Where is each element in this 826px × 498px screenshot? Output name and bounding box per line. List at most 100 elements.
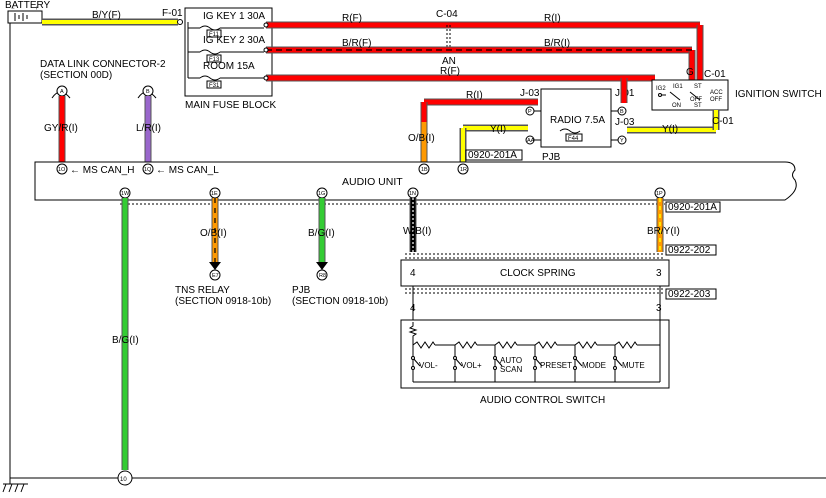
data-link-title: DATA LINK CONNECTOR-2: [40, 59, 166, 70]
svg-text:1E: 1E: [211, 191, 218, 197]
wire-label-ri-pjb: R(I): [466, 90, 483, 101]
can-h-label: ← MS CAN_H: [70, 165, 134, 176]
svg-text:R8: R8: [319, 273, 326, 279]
wire-label-brf: B/R(F): [342, 38, 371, 49]
svg-text:OFF: OFF: [710, 97, 722, 103]
svg-text:IG1: IG1: [673, 84, 683, 90]
wire-label-lri: L/R(I): [136, 123, 161, 134]
clock-spring: CLOCK SPRING 4 3: [400, 259, 670, 287]
battery-symbol: [7, 10, 43, 24]
wire-label-obi-tns: O/B(I): [200, 228, 227, 239]
ignition-switch: G C-01 IGNITION SWITCH IG2 IG1 ST ACC OF…: [651, 67, 822, 111]
connector-ref-top: 0920-201A: [468, 150, 517, 161]
svg-text:ON: ON: [672, 103, 681, 109]
fuse-ig-key2-name: IG KEY 2 30A: [203, 35, 265, 46]
button-preset: PRESET: [540, 361, 572, 370]
svg-text:1Q: 1Q: [144, 167, 152, 173]
svg-text:IG2: IG2: [656, 86, 666, 92]
svg-text:OFF: OFF: [690, 97, 702, 103]
wire-label-bri: B/R(I): [544, 38, 570, 49]
wire-label-bryi: BR/Y(I): [647, 226, 680, 237]
wire-label-yi-left: Y(I): [490, 124, 506, 135]
wire-label-obi-pjb: O/B(I): [408, 133, 435, 144]
svg-text:P: P: [528, 109, 532, 115]
pjb-label: PJB: [542, 152, 561, 163]
audio-control-switch-label: AUDIO CONTROL SWITCH: [480, 395, 605, 406]
button-auto: AUTO: [500, 356, 522, 365]
wire-label-yi-right: Y(I): [662, 124, 678, 135]
svg-text:AA: AA: [527, 138, 535, 144]
wire-label-wbi: W/B(I): [403, 226, 431, 237]
ground-symbol: [2, 478, 28, 493]
svg-text:B: B: [146, 89, 150, 95]
button-vol-plus: VOL+: [461, 361, 482, 370]
ground-point-label: 10: [120, 477, 127, 483]
data-link-connector: DATA LINK CONNECTOR-2 (SECTION 00D) A B: [40, 59, 166, 99]
tns-relay-title: TNS RELAY: [175, 285, 230, 296]
wire-label-rf-room: R(F): [440, 66, 460, 77]
ignition-pin-g: G: [686, 67, 694, 78]
svg-text:1W: 1W: [121, 191, 130, 197]
wire-label-bgi-ground: B/G(I): [112, 335, 139, 346]
wire-label-ri-top: R(I): [544, 13, 561, 24]
junction-c04: C-04: [436, 9, 458, 20]
pjb: PJB RADIO 7.5A F44 J-03 J-01 J-03 P B AA…: [520, 88, 635, 163]
connector-ref-bottom: 0920-201A: [668, 202, 717, 213]
ground-point: [117, 470, 133, 486]
battery: BATTERY − +: [5, 0, 51, 478]
clock-spring-box: [400, 259, 670, 287]
fuse-room-id: F31: [209, 83, 220, 89]
audio-control-switch: AUDIO CONTROL SWITCH VOL- VOL+ AUTO SCAN: [400, 319, 670, 406]
svg-text:1O: 1O: [58, 167, 66, 173]
button-mode: MODE: [582, 361, 606, 370]
tns-relay-section: (SECTION 0918-10b): [175, 296, 271, 307]
pjb-box: [540, 88, 612, 148]
svg-text:E7: E7: [212, 273, 219, 279]
pjb-fuse-id: F44: [568, 136, 579, 142]
ignition-c01-top: C-01: [704, 69, 726, 80]
wire-label-bgi-pjb: B/G(I): [308, 228, 335, 239]
pjb-j03-top: J-03: [520, 88, 540, 99]
connector-ref-clock-bottom: 0922-203: [668, 289, 711, 300]
svg-text:Y: Y: [620, 138, 624, 144]
wire-label-rf-top: R(F): [342, 13, 362, 24]
pjb-fuse-name: RADIO 7.5A: [550, 115, 605, 126]
main-fuse-block-title: MAIN FUSE BLOCK: [185, 100, 276, 111]
data-link-section: (SECTION 00D): [40, 70, 112, 81]
ignition-c01-bottom: C-01: [712, 116, 734, 127]
fuse-ig-key1-name: IG KEY 1 30A: [203, 11, 265, 22]
clock-pin-right-bottom: 3: [656, 303, 662, 314]
connector-ref-clock-top: 0922-202: [668, 245, 711, 256]
pjb-ref-section: (SECTION 0918-10b): [292, 296, 388, 307]
pjb-j03-mid: J-03: [615, 117, 635, 128]
fuse-room-name: ROOM 15A: [203, 61, 255, 72]
svg-text:1G: 1G: [318, 191, 325, 197]
svg-text:ST: ST: [694, 103, 702, 109]
battery-feed-label: B/Y(F): [92, 10, 121, 21]
main-fuse-block: IG KEY 1 30A F11 IG KEY 2 30A F13 ROOM 1…: [184, 7, 276, 111]
fuse-ig-key1-id: F11: [209, 32, 220, 38]
svg-text:1R: 1R: [460, 167, 467, 173]
audio-unit: AUDIO UNIT 1O ← MS CAN_H 1Q ← MS CAN_L 1…: [34, 161, 797, 201]
wire-label-gyri: GY/R(I): [44, 123, 78, 134]
audio-unit-box: [34, 161, 797, 201]
svg-text:1P: 1P: [656, 191, 663, 197]
can-l-label: ← MS CAN_L: [156, 165, 219, 176]
button-vol-minus: VOL-: [419, 361, 438, 370]
svg-text:B: B: [620, 109, 624, 115]
ignition-switch-label: IGNITION SWITCH: [735, 89, 822, 100]
svg-text:1N: 1N: [409, 191, 416, 197]
pjb-ref-title: PJB: [292, 285, 311, 296]
clock-spring-label: CLOCK SPRING: [500, 268, 576, 279]
fuse-block-connector: F-01: [162, 8, 183, 19]
battery-label: BATTERY: [5, 0, 51, 11]
svg-text:ACC: ACC: [710, 90, 723, 96]
fuse-ig-key2-id: F13: [209, 57, 220, 63]
svg-text:ST: ST: [694, 84, 702, 90]
svg-text:−: −: [11, 6, 15, 12]
svg-text:+: +: [35, 6, 39, 12]
button-scan: SCAN: [500, 365, 522, 374]
junction-an: AN: [442, 56, 456, 67]
svg-text:A: A: [60, 89, 64, 95]
